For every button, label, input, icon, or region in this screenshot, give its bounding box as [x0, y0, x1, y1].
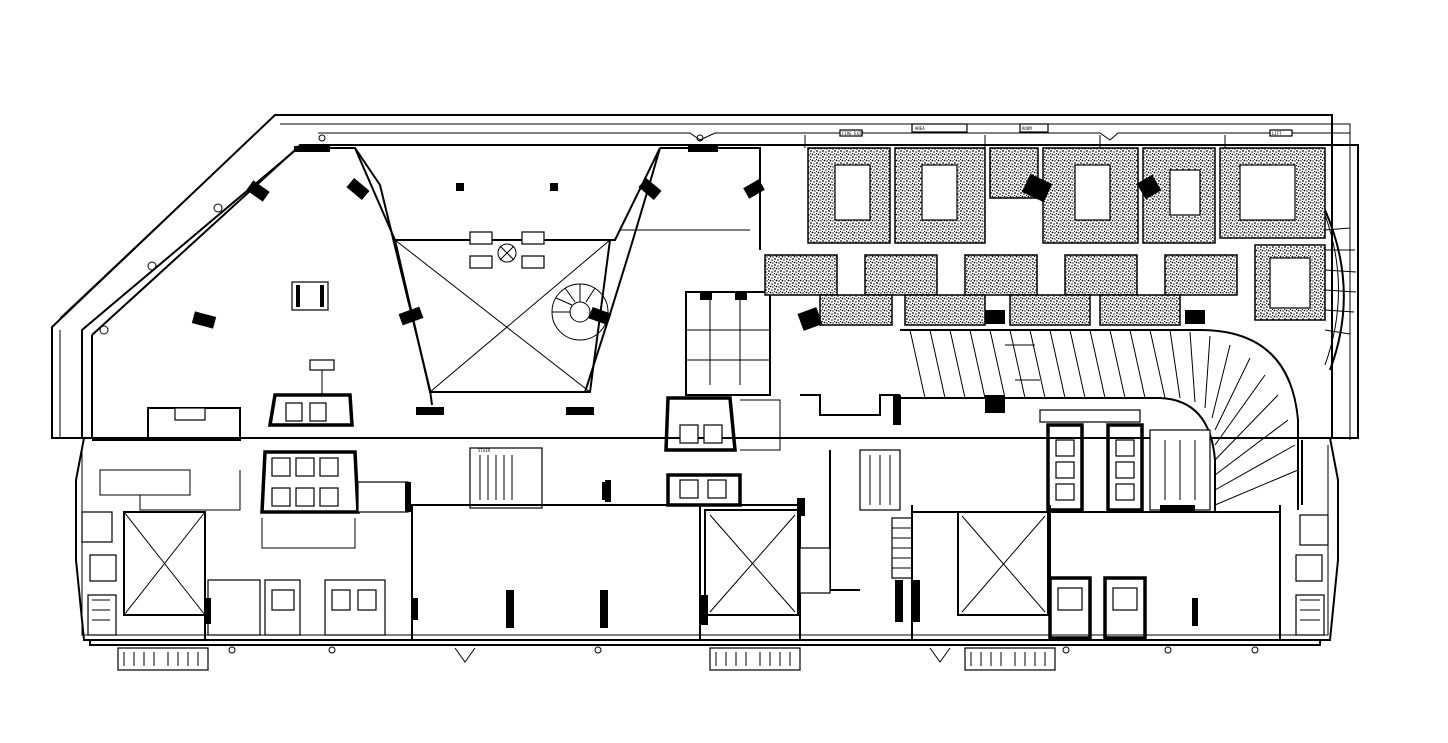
drawing-label: AREA [915, 126, 925, 131]
end-stairs [81, 440, 1329, 636]
east-core [1039, 409, 1211, 640]
drawing-label: ROOM [1022, 126, 1032, 131]
central-core [469, 291, 1005, 591]
drawing-label: LIFT [1272, 131, 1282, 136]
entrance-canopies [117, 646, 1259, 671]
drawing-labels: AREA ROOM FIRE EXIT LIFT STAIR [478, 126, 1282, 453]
north-west-lobby [91, 134, 765, 438]
drawing-label: STAIR [478, 448, 491, 453]
drawing-label: FIRE EXIT [842, 131, 864, 136]
west-core [92, 393, 411, 549]
parking-area [764, 123, 1326, 331]
east-facade [1324, 209, 1357, 371]
curved-ramp [900, 329, 1299, 512]
south-bays [123, 480, 1281, 640]
